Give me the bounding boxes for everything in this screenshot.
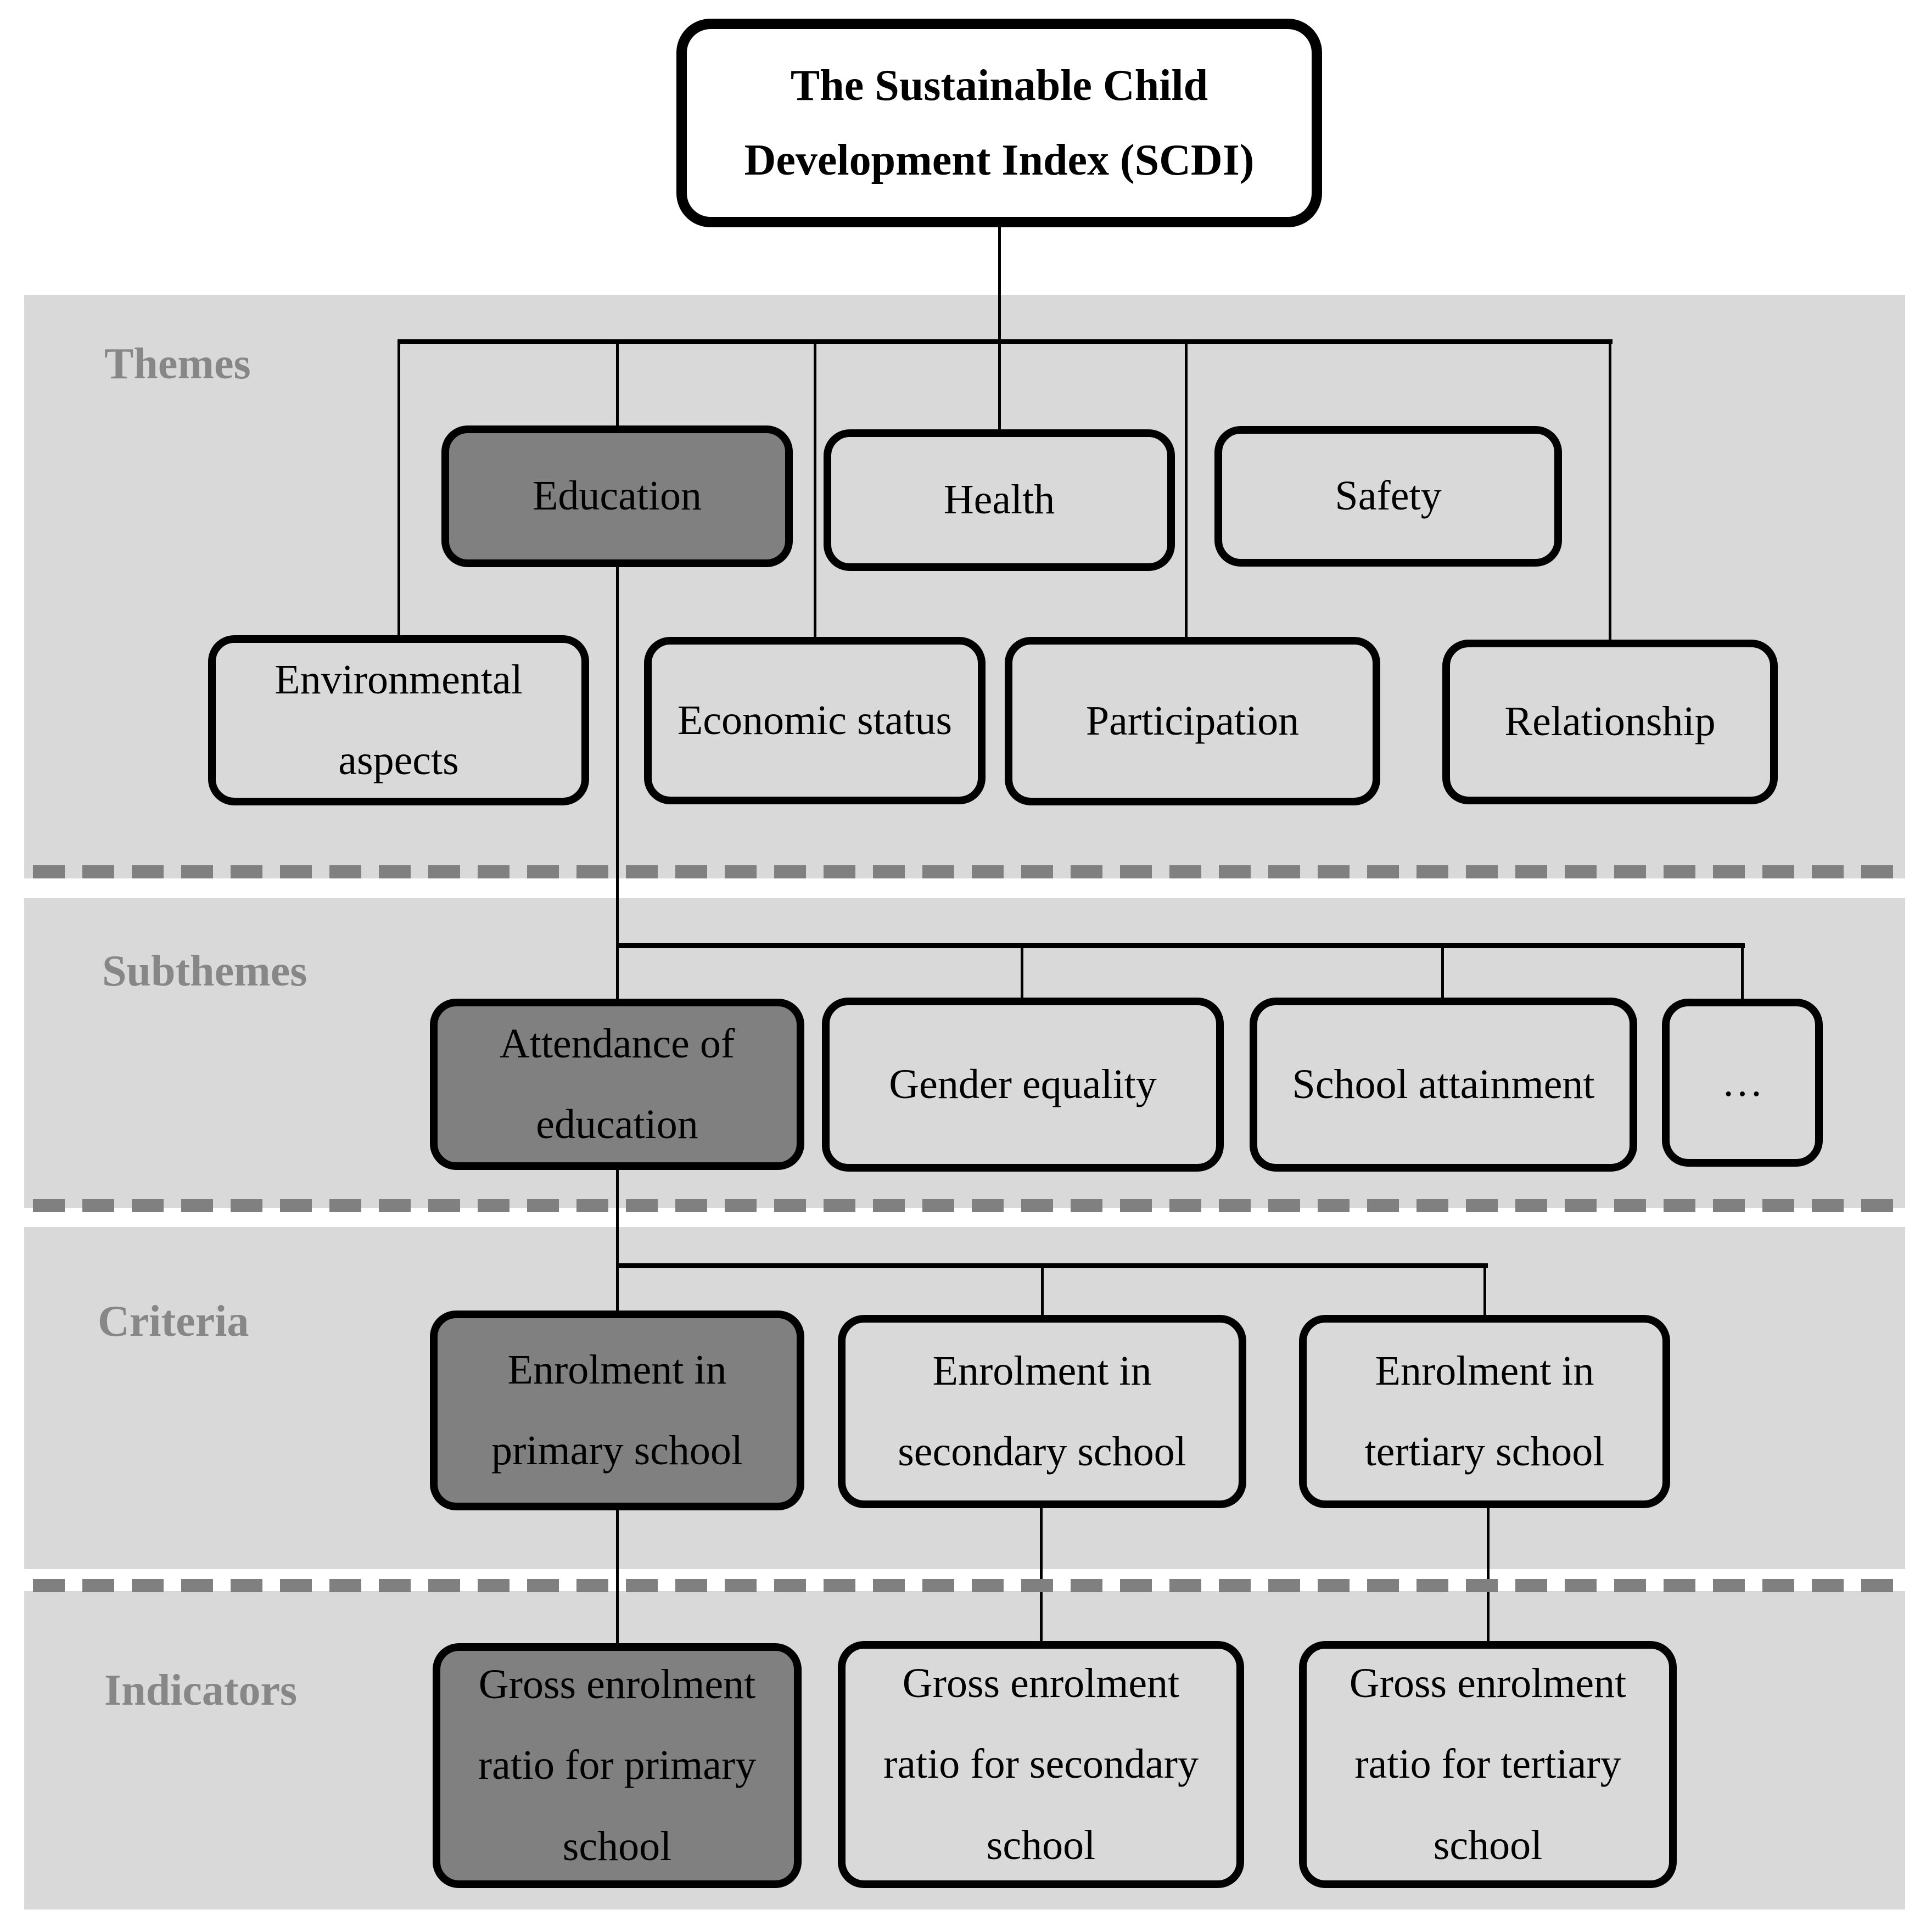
subtheme-node-school-attainment: School attainment xyxy=(1250,998,1637,1172)
connector-drop-tertiary xyxy=(1483,1265,1486,1316)
node-label: tertiary school xyxy=(1364,1429,1605,1475)
node-label: ratio for primary xyxy=(478,1742,757,1789)
criterion-node-enrolment-secondary: Enrolment in secondary school xyxy=(838,1315,1246,1508)
connector-drop-education xyxy=(616,341,619,425)
node-label: school xyxy=(562,1823,672,1869)
node-label: Gross enrolment xyxy=(1349,1660,1627,1706)
criterion-node-enrolment-tertiary: Enrolment in tertiary school xyxy=(1299,1315,1670,1508)
connector-drop-relationship xyxy=(1609,341,1611,640)
dashed-divider-themes-subthemes xyxy=(33,865,1895,878)
node-label: Relationship xyxy=(1504,698,1716,745)
node-label: Gender equality xyxy=(889,1061,1157,1107)
indicator-node-ger-secondary: Gross enrolment ratio for secondary scho… xyxy=(838,1641,1244,1888)
subtheme-node-gender-equality: Gender equality xyxy=(822,998,1224,1172)
connector-root-to-health xyxy=(998,227,1001,429)
connector-drop-gender-equality xyxy=(1021,945,1023,999)
theme-node-participation: Participation xyxy=(1005,637,1380,805)
node-label: Environmental xyxy=(275,656,523,703)
theme-node-health: Health xyxy=(824,429,1175,571)
connector-primary-to-indicator xyxy=(616,1509,619,1644)
connector-criteria-horizontal xyxy=(616,1263,1488,1268)
root-node-scdi: The Sustainable Child Development Index … xyxy=(676,19,1322,227)
criteria-band-label: Criteria xyxy=(98,1297,249,1346)
subthemes-band-label: Subthemes xyxy=(102,947,307,995)
theme-node-economic-status: Economic status xyxy=(644,637,986,804)
theme-node-environmental-aspects: Environmental aspects xyxy=(208,635,589,805)
connector-themes-horizontal xyxy=(397,339,1613,344)
node-label: Enrolment in xyxy=(507,1346,727,1393)
indicator-node-ger-tertiary: Gross enrolment ratio for tertiary schoo… xyxy=(1299,1641,1677,1888)
node-label: Health xyxy=(943,477,1055,523)
theme-node-relationship: Relationship xyxy=(1442,640,1778,804)
node-label: Gross enrolment xyxy=(478,1661,756,1707)
node-label: Safety xyxy=(1335,473,1442,519)
root-title-line: The Sustainable Child xyxy=(790,61,1208,110)
node-label: aspects xyxy=(338,737,459,783)
node-label: Enrolment in xyxy=(932,1347,1152,1394)
connector-drop-economic xyxy=(814,341,816,637)
dashed-divider-criteria-indicators xyxy=(33,1579,1895,1592)
connector-drop-more-subthemes xyxy=(1741,945,1744,1000)
node-label: Gross enrolment xyxy=(902,1660,1180,1706)
connector-education-to-attendance xyxy=(616,565,619,999)
connector-drop-secondary xyxy=(1041,1265,1044,1316)
node-label: … xyxy=(1721,1059,1763,1106)
node-label: school xyxy=(986,1822,1096,1868)
subtheme-node-ellipsis: … xyxy=(1662,999,1823,1167)
connector-subthemes-horizontal xyxy=(616,943,1745,948)
node-label: ratio for tertiary xyxy=(1354,1741,1621,1788)
node-label: Enrolment in xyxy=(1375,1347,1594,1394)
theme-node-safety: Safety xyxy=(1214,426,1562,567)
themes-band-label: Themes xyxy=(104,340,251,388)
node-label: School attainment xyxy=(1292,1061,1595,1107)
criterion-node-enrolment-primary: Enrolment in primary school xyxy=(430,1311,804,1510)
theme-node-education: Education xyxy=(441,425,793,567)
node-label: school xyxy=(1433,1822,1543,1868)
connector-tertiary-to-indicator xyxy=(1487,1507,1490,1642)
subtheme-node-attendance-of-education: Attendance of education xyxy=(430,999,804,1170)
node-label: Economic status xyxy=(677,697,953,743)
indicators-band-label: Indicators xyxy=(104,1666,298,1715)
node-label: Attendance of xyxy=(499,1020,735,1067)
node-label: primary school xyxy=(491,1427,743,1474)
node-label: Participation xyxy=(1085,697,1300,744)
node-label: education xyxy=(536,1101,698,1147)
node-label: secondary school xyxy=(898,1429,1186,1475)
dashed-divider-subthemes-criteria xyxy=(33,1199,1895,1212)
connector-drop-participation xyxy=(1185,341,1188,637)
connector-drop-school-attainment xyxy=(1441,945,1444,999)
root-title-line: Development Index (SCDI) xyxy=(744,136,1255,184)
node-label: ratio for secondary xyxy=(883,1741,1199,1788)
indicator-node-ger-primary: Gross enrolment ratio for primary school xyxy=(433,1643,802,1888)
connector-drop-environmental xyxy=(397,341,400,635)
node-label: Education xyxy=(532,473,702,519)
connector-secondary-to-indicator xyxy=(1040,1507,1043,1642)
connector-attendance-to-primary xyxy=(616,1168,619,1311)
